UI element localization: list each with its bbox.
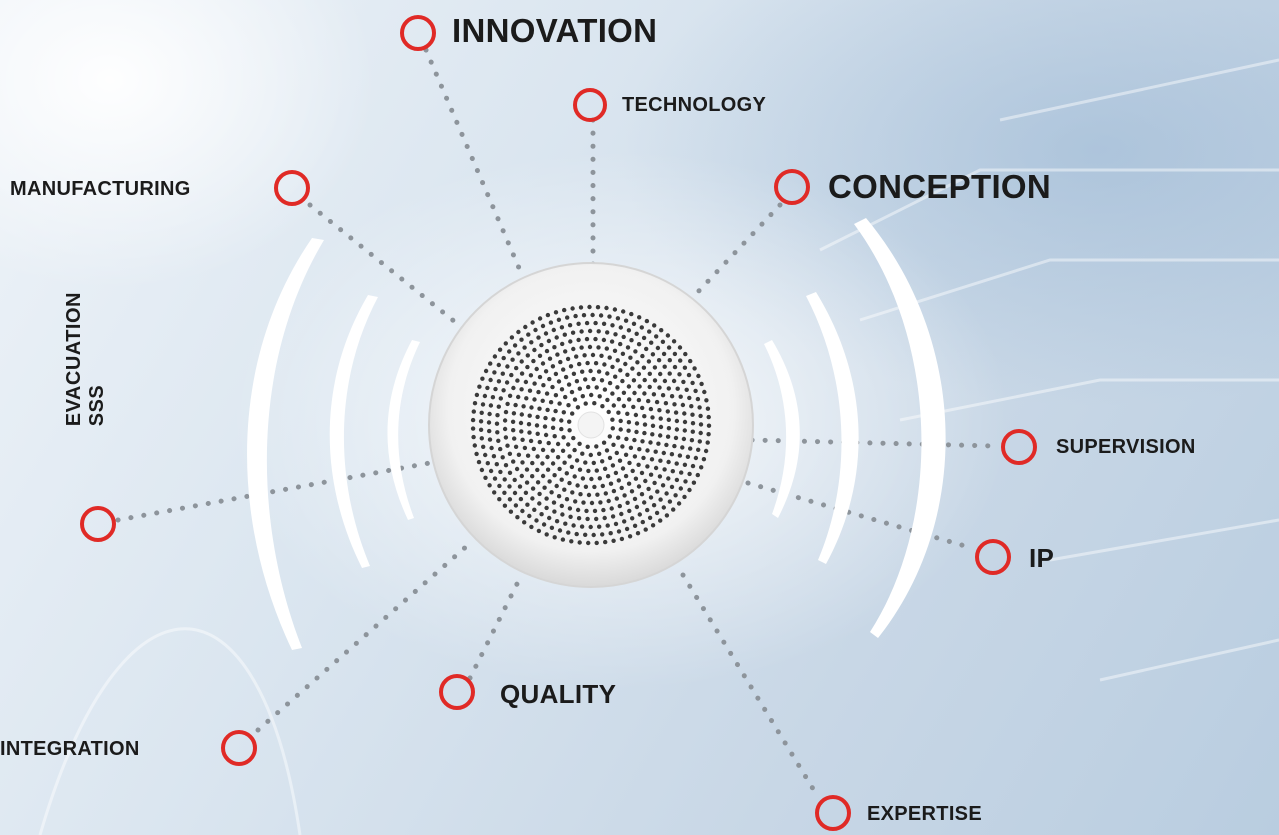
node-integration xyxy=(221,730,257,766)
label-manufacturing: MANUFACTURING xyxy=(10,178,191,200)
label-technology: TECHNOLOGY xyxy=(622,94,767,116)
wave-right-outer xyxy=(854,218,946,638)
label-integration: INTEGRATION xyxy=(0,738,140,760)
connector-manufacturing xyxy=(307,202,468,333)
node-manufacturing xyxy=(274,170,310,206)
speaker-icon xyxy=(428,262,754,588)
label-sss: SSS xyxy=(86,384,108,427)
label-quality: QUALITY xyxy=(500,679,617,709)
label-innovation: INNOVATION xyxy=(452,12,658,49)
node-technology xyxy=(573,88,607,122)
wave-left-outer xyxy=(247,238,324,650)
label-evacuation: EVACUATION xyxy=(63,292,85,427)
node-ip xyxy=(975,539,1011,575)
background-circuit-traces xyxy=(38,58,1279,835)
node-rings xyxy=(80,15,1037,831)
wave-left-inner xyxy=(387,340,420,520)
connector-evacuation xyxy=(115,459,438,523)
wave-right-middle xyxy=(806,292,859,564)
node-expertise xyxy=(815,795,851,831)
connector-innovation xyxy=(423,47,525,278)
connector-quality xyxy=(467,575,523,681)
label-ip: IP xyxy=(1029,543,1055,573)
wave-right-inner xyxy=(764,340,800,518)
node-evacuation xyxy=(80,506,116,542)
node-quality xyxy=(439,674,475,710)
label-supervision: SUPERVISION xyxy=(1056,436,1196,458)
wave-left-middle xyxy=(329,295,378,568)
node-supervision xyxy=(1001,429,1037,465)
connector-expertise xyxy=(680,572,821,800)
sound-waves xyxy=(247,218,946,650)
connector-conception xyxy=(692,202,783,298)
label-expertise: EXPERTISE xyxy=(867,803,982,825)
label-conception: CONCEPTION xyxy=(828,168,1052,205)
speaker-grille xyxy=(470,304,712,546)
node-innovation xyxy=(400,15,436,51)
node-conception xyxy=(774,169,810,205)
label-evacuation-sss: EVACUATION SSS xyxy=(63,292,109,426)
